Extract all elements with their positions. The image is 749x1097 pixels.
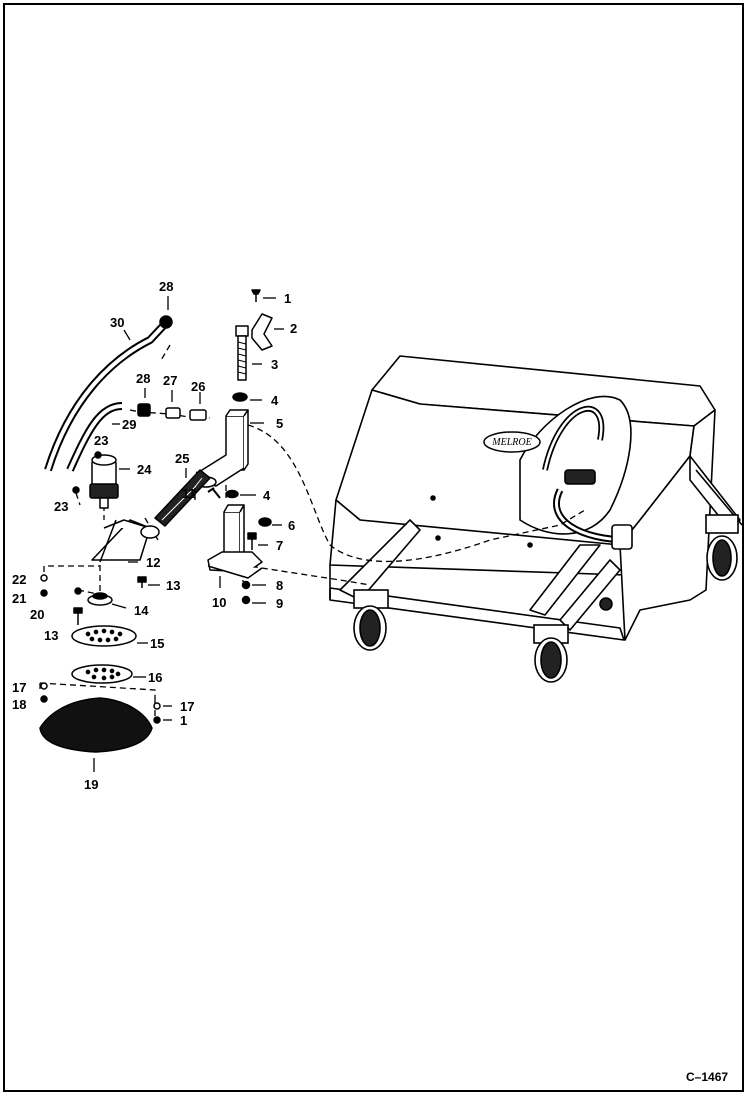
part-washer [232, 392, 248, 402]
part-crank-handle [251, 313, 273, 351]
part-lock-washer [40, 574, 48, 582]
callout-label: 9 [276, 596, 283, 611]
part-retainer-plate [71, 664, 133, 684]
callout-label: 1 [284, 291, 291, 306]
part-nut [258, 517, 272, 527]
part-pin [251, 289, 261, 302]
callout-label: 7 [276, 538, 283, 553]
part-nut [40, 589, 48, 597]
part-bolt [73, 607, 83, 625]
part-washer [74, 587, 82, 595]
part-fitting [189, 409, 207, 421]
caster-wheel [353, 589, 389, 651]
part-base-stand [207, 504, 263, 579]
part-pin [207, 487, 221, 499]
part-bolt [137, 576, 147, 588]
part-washer [153, 702, 161, 710]
part-cap [159, 315, 173, 329]
callout-label: 15 [150, 636, 164, 651]
callout-label: 23 [94, 433, 108, 448]
part-adapter [165, 407, 181, 419]
leader-lines [93, 296, 284, 772]
part-hydraulic-motor [89, 454, 119, 509]
callout-label: 18 [12, 697, 26, 712]
part-hub [87, 592, 113, 606]
callout-label: 11 [182, 486, 196, 501]
sweeper-assembly [329, 355, 743, 641]
part-adjusting-screw [235, 325, 249, 381]
part-washer [40, 682, 48, 690]
callout-label: 1 [180, 713, 187, 728]
part-nut [40, 695, 48, 703]
callout-label: 21 [12, 591, 26, 606]
callout-label: 4 [263, 488, 271, 503]
caster-wheel [533, 624, 569, 683]
callout-label: 19 [84, 777, 98, 792]
part-coupler [137, 403, 151, 417]
callout-label: 26 [191, 379, 205, 394]
part-hose [44, 321, 168, 472]
drawing-id: C–1467 [686, 1070, 728, 1084]
callout-label: 30 [110, 315, 124, 330]
part-spring [154, 469, 211, 527]
callout-label: 13 [44, 628, 58, 643]
frame-leg-center [529, 544, 601, 616]
melroe-logo-text: MELROE [491, 437, 531, 448]
part-nut [241, 595, 251, 605]
callout-label: 3 [271, 357, 278, 372]
callout-label: 28 [159, 279, 173, 294]
callout-label: 10 [212, 595, 226, 610]
callout-label: 25 [175, 451, 189, 466]
callout-label: 16 [148, 670, 162, 685]
callout-label: 14 [134, 603, 149, 618]
callout-label: 28 [136, 371, 150, 386]
callout-label: 17 [12, 680, 26, 695]
part-washer [225, 489, 239, 499]
caster-wheel [705, 514, 739, 581]
callout-label: 8 [276, 578, 283, 593]
callout-label: 13 [166, 578, 180, 593]
callout-labels: 1 2 3 4 4 5 6 7 8 9 10 11 12 13 13 14 15… [12, 279, 297, 792]
part-lock-washer [241, 580, 251, 590]
callout-label: 12 [146, 555, 160, 570]
callout-label: 27 [163, 373, 177, 388]
callout-label: 22 [12, 572, 26, 587]
part-brush [39, 697, 153, 753]
part-bracket [91, 519, 160, 563]
callout-label: 17 [180, 699, 194, 714]
exploded-parts [39, 289, 273, 753]
part-brush-plate [71, 625, 137, 647]
callout-label: 5 [276, 416, 283, 431]
callout-label: 29 [122, 417, 136, 432]
callout-label: 4 [271, 393, 279, 408]
callout-label: 2 [290, 321, 297, 336]
part-bolt [247, 532, 257, 550]
callout-label: 20 [30, 607, 44, 622]
part-fitting [94, 451, 102, 459]
part-fitting [72, 486, 80, 494]
callout-label: 24 [137, 462, 152, 477]
melroe-logo: MELROE [483, 431, 541, 453]
part-nut [153, 716, 161, 724]
callout-label: 6 [288, 518, 295, 533]
callout-label: 23 [54, 499, 68, 514]
caster-wheels [353, 514, 739, 683]
